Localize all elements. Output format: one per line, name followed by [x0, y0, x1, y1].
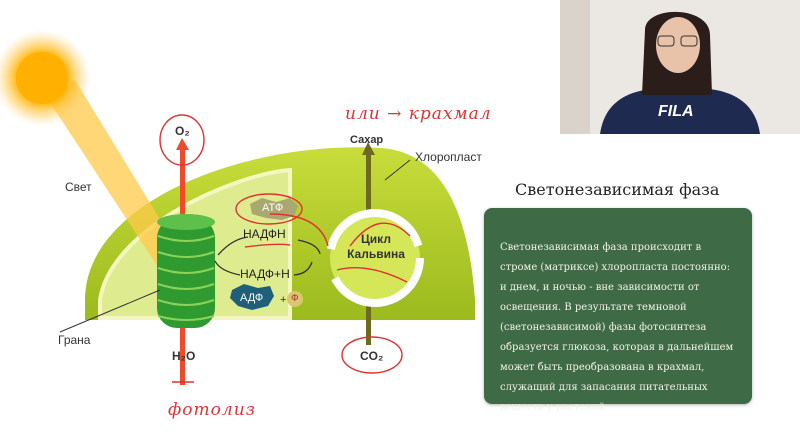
shirt-logo: FILA [658, 103, 694, 120]
handwritten-annotation-photolysis: фотолиз [168, 400, 256, 420]
co2-arrow [366, 300, 371, 345]
adp-badge [230, 284, 274, 310]
sugar-arrow [366, 150, 371, 240]
o2-label: O₂ [175, 124, 190, 138]
plus-label: + [280, 294, 287, 306]
calvin-cycle-label: Цикл Кальвина [347, 232, 405, 261]
chloroplast-diagram [0, 30, 475, 385]
webcam-overlay: FILA [560, 0, 800, 134]
h2o-label: H₂O [172, 349, 196, 363]
grana-stack [157, 214, 215, 328]
info-card: Светонезависимая фаза происходит в стром… [484, 208, 752, 413]
presenter-video [560, 0, 800, 134]
h2o-arrow [180, 320, 185, 385]
chloroplast-label: Хлоропласт [415, 150, 482, 164]
nadp-label: НАДФ+Н [240, 267, 290, 281]
calvin-cycle-circle [326, 209, 424, 307]
light-beam [45, 80, 185, 270]
handwritten-annotation-starch: или → крахмал [345, 104, 492, 124]
sugar-label: Сахар [350, 134, 384, 146]
atp-label: АТФ [262, 202, 284, 214]
nadph-label: НАДФН [243, 227, 286, 241]
adp-label: АДФ [240, 292, 264, 304]
co2-label: CO₂ [360, 349, 384, 363]
light-label: Свет [65, 180, 92, 194]
grana-label: Грана [58, 333, 91, 347]
o2-arrow [180, 145, 185, 225]
section-heading: Светонезависимая фаза [515, 180, 720, 199]
phosphate-label: Ф [291, 293, 299, 304]
info-card-text: Светонезависимая фаза происходит в стром… [500, 242, 734, 413]
